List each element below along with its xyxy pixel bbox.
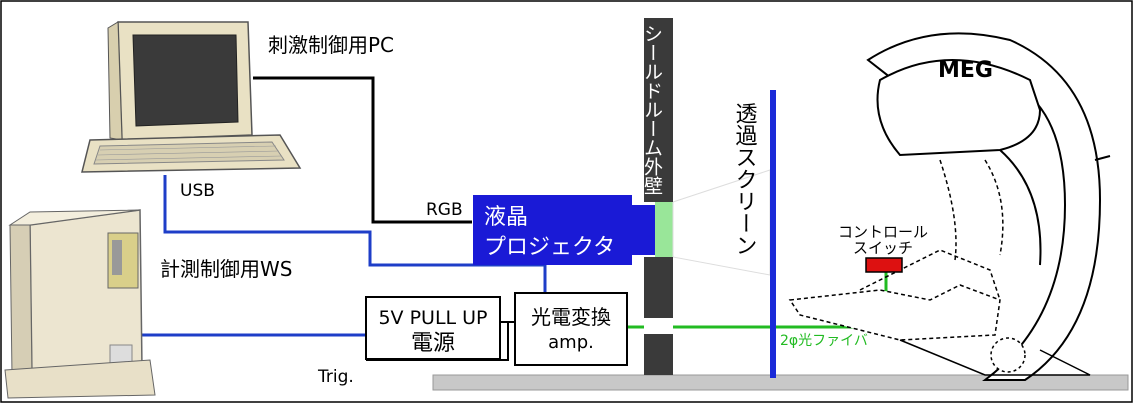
photo-sub: amp. (548, 332, 594, 353)
wall-fiber-window (655, 202, 673, 257)
projector-label-line2: プロジェクタ (484, 235, 615, 260)
photo-title: 光電変換 (531, 305, 611, 329)
meas-ws-label: 計測制御用WS (160, 257, 292, 281)
control-switch-label-line1: コントロール (838, 223, 928, 241)
photoelectric-amp-box (514, 292, 628, 366)
control-switch-label-line2: スイッチ (853, 239, 913, 257)
fiber-label: 2φ光ファイバ (780, 333, 868, 349)
usb-cable (163, 175, 547, 292)
trig-label: Trig. (317, 367, 354, 387)
meg-apparatus (788, 32, 1111, 381)
control-switch (865, 257, 903, 273)
floor (432, 374, 1129, 391)
meg-label: MEG (938, 58, 993, 83)
transmission-screen (770, 90, 776, 378)
projector-label-line1: 液晶 (484, 205, 528, 230)
shield-wall-gap-mid (644, 318, 673, 334)
rgb-label: RGB (426, 200, 463, 220)
stim-pc-label: 刺激制御用PC (268, 33, 394, 57)
lcd-projector (473, 195, 655, 265)
pullup-title: 5V PULL UP (378, 307, 487, 329)
shield-wall-label: シールドルーム外壁 (641, 24, 663, 195)
shield-wall-lower (644, 257, 673, 375)
workstation-icon (4, 209, 156, 399)
rgb-cable (253, 76, 472, 224)
pullup-power-box (365, 296, 501, 360)
screen-label: 透過スクリーン (732, 102, 758, 256)
pullup-sub: 電源 (411, 331, 455, 356)
shield-wall-upper (644, 18, 673, 202)
pc-computer-icon (81, 21, 302, 173)
usb-label: USB (180, 181, 215, 201)
